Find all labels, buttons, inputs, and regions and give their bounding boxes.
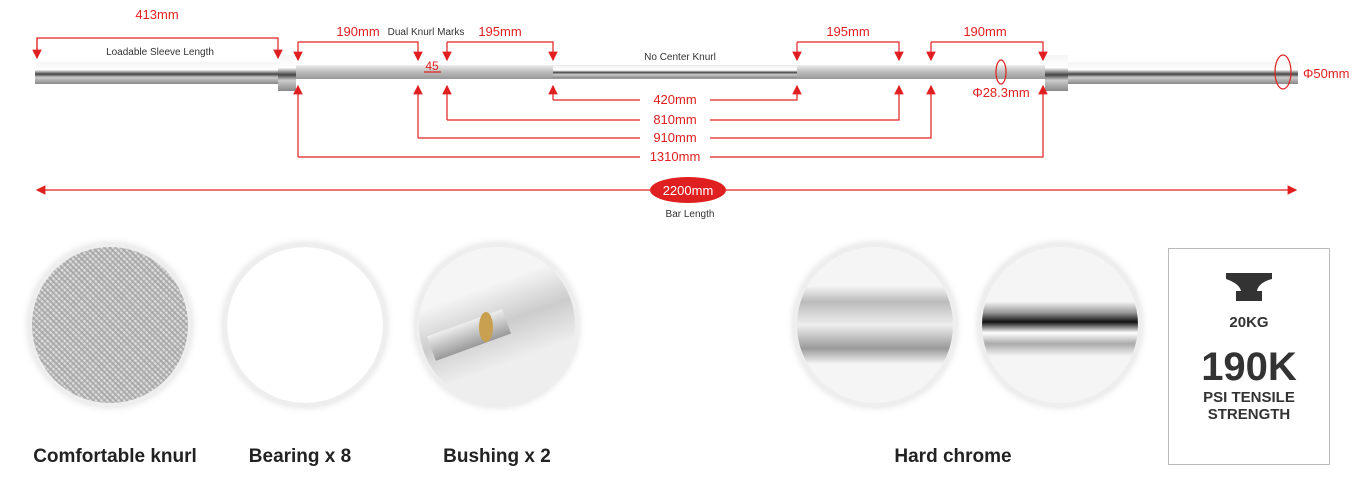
sleeve-diameter: Φ50mm [1303, 66, 1350, 81]
bar-length-badge [650, 177, 726, 203]
feature-label-knurl: Comfortable knurl [33, 446, 197, 467]
bar-length-value: 2200mm [663, 183, 714, 198]
spec-box: 20KG 190K PSI TENSILE STRENGTH [1168, 248, 1330, 465]
dim-420: 420mm [653, 92, 696, 107]
knurl-right-inner-value: 195mm [826, 24, 869, 39]
feature-label-bearing: Bearing x 8 [248, 446, 352, 467]
dim-1310: 1310mm [650, 149, 701, 164]
tensile-label-2: STRENGTH [1207, 406, 1291, 423]
center-label: No Center Knurl [644, 52, 716, 63]
barbell-diagram: 413mm 190mm 195mm 45 195mm 190mm 420mm 8… [32, 7, 1350, 220]
weight-value: 20KG [1229, 314, 1269, 331]
feature-label-bushing: Bushing x 2 [443, 446, 551, 467]
dim-810: 810mm [653, 112, 696, 127]
knurl-left-inner-value: 195mm [478, 24, 521, 39]
bushing-image [419, 247, 575, 403]
dim-910: 910mm [653, 130, 696, 145]
dual-knurl-label: Dual Knurl Marks [388, 27, 465, 38]
sleeve-label: Loadable Sleeve Length [106, 47, 214, 58]
tensile-label-1: PSI TENSILE [1203, 389, 1295, 406]
knurl-image [32, 247, 188, 403]
knurl-right-value: 190mm [963, 24, 1006, 39]
knurl-left-value: 190mm [336, 24, 379, 39]
chrome-knurl-image [797, 247, 953, 403]
dimension-lines [32, 37, 1298, 195]
chrome-image [982, 247, 1138, 403]
shaft-diameter: Φ28.3mm [972, 85, 1029, 100]
mark-gap-value: 45 [425, 59, 439, 73]
barbell [35, 55, 1298, 91]
bar-length-label: Bar Length [666, 209, 715, 220]
anvil-icon [1226, 273, 1272, 301]
bearing-image [227, 247, 383, 403]
feature-label-chrome: Hard chrome [894, 446, 1012, 467]
tensile-value: 190K [1201, 345, 1297, 389]
sleeve-length-value: 413mm [135, 7, 178, 22]
